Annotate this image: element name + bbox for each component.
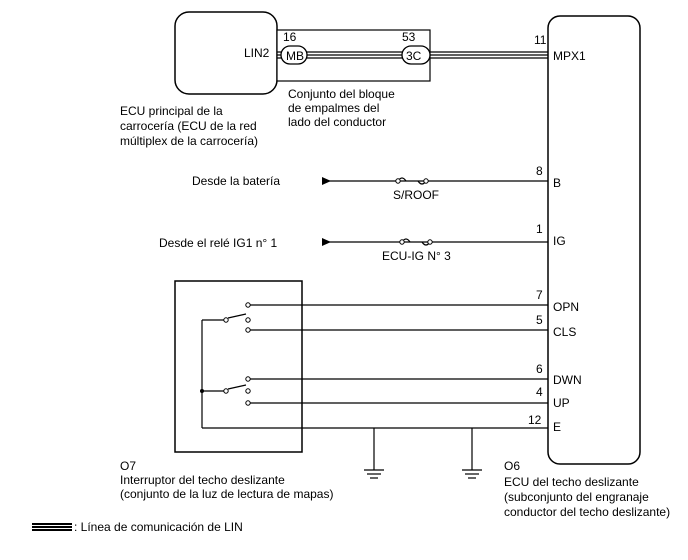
main-body-ecu-label-3: múltiplex de la carrocería) — [120, 134, 258, 148]
connector-mb: MB — [280, 45, 308, 65]
sunroof-switch: O7 Interruptor del techo deslizante (con… — [120, 280, 548, 501]
junction-block: Conjunto del bloque de empalmes del lado… — [276, 29, 431, 129]
svg-text:OPN: OPN — [553, 300, 579, 314]
svg-text:3C: 3C — [406, 49, 422, 63]
terminal-opn: 7 OPN — [536, 288, 579, 314]
svg-text:5: 5 — [536, 313, 543, 327]
ig-source-label: Desde el relé IG1 n° 1 — [159, 236, 278, 250]
sunroof-switch-label-2: (conjunto de la luz de lectura de mapas) — [120, 487, 333, 501]
main-body-ecu: LIN2 ECU principal de la carrocería (ECU… — [120, 11, 278, 148]
switch-ground-icon — [364, 428, 384, 479]
svg-text:UP: UP — [553, 396, 570, 410]
ecu-ground-icon — [462, 428, 482, 479]
sunroof-switch-code: O7 — [120, 459, 136, 473]
junction-label-2: de empalmes del — [288, 101, 379, 115]
svg-text:CLS: CLS — [553, 325, 576, 339]
junction-pin-in: 16 — [283, 30, 297, 44]
fuse-ecu-ig-label: ECU-IG N° 3 — [382, 249, 451, 263]
sunroof-switch-label-1: Interruptor del techo deslizante — [120, 473, 285, 487]
svg-text:4: 4 — [536, 385, 543, 399]
main-body-ecu-terminal: LIN2 — [244, 46, 270, 60]
terminal-b: 8 B — [536, 164, 561, 190]
svg-text:B: B — [553, 176, 561, 190]
svg-text:12: 12 — [528, 413, 542, 427]
terminal-dwn: 6 DWN — [536, 362, 582, 387]
svg-text:MPX1: MPX1 — [553, 49, 586, 63]
sunroof-ecu-box — [547, 15, 641, 465]
junction-pin-out: 53 — [402, 30, 416, 44]
svg-text:7: 7 — [536, 288, 543, 302]
sunroof-switch-box — [174, 280, 303, 453]
svg-text:E: E — [553, 420, 561, 434]
svg-text:11: 11 — [534, 33, 547, 47]
ig-supply: Desde el relé IG1 n° 1 ECU-IG N° 3 — [159, 236, 548, 263]
svg-text:8: 8 — [536, 164, 543, 178]
terminal-mpx1: 11 MPX1 — [534, 33, 586, 63]
junction-label-1: Conjunto del bloque — [288, 87, 395, 101]
switch-output-lines — [250, 304, 548, 404]
sunroof-ecu-label-3: conductor del techo deslizante) — [504, 505, 670, 519]
terminal-ig: 1 IG — [536, 222, 566, 248]
svg-text:DWN: DWN — [553, 373, 582, 387]
connector-3c: 3C — [401, 45, 431, 65]
junction-label-3: lado del conductor — [288, 115, 386, 129]
main-body-ecu-label-2: carrocería (ECU de la red — [120, 119, 257, 133]
sunroof-ecu-label-1: ECU del techo deslizante — [504, 475, 639, 489]
main-body-ecu-label-1: ECU principal de la — [120, 104, 223, 118]
svg-text:6: 6 — [536, 362, 543, 376]
terminal-e: 12 E — [528, 413, 561, 434]
terminal-cls: 5 CLS — [536, 313, 576, 339]
ig-arrow-icon — [322, 238, 331, 246]
svg-text:MB: MB — [286, 49, 304, 63]
svg-text:1: 1 — [536, 222, 543, 236]
svg-text:IG: IG — [553, 234, 566, 248]
sunroof-ecu-code: O6 — [504, 459, 520, 473]
legend-text: : Línea de comunicación de LIN — [74, 520, 243, 534]
terminal-up: 4 UP — [536, 385, 570, 410]
sunroof-ecu: O6 ECU del techo deslizante (subconjunto… — [504, 15, 670, 519]
battery-arrow-icon — [322, 177, 331, 185]
sunroof-ecu-label-2: (subconjunto del engranaje — [504, 490, 649, 504]
battery-supply: Desde la batería S/ROOF — [192, 174, 548, 202]
fuse-s-roof-label: S/ROOF — [393, 188, 439, 202]
legend: : Línea de comunicación de LIN — [32, 520, 243, 534]
battery-source-label: Desde la batería — [192, 174, 280, 188]
